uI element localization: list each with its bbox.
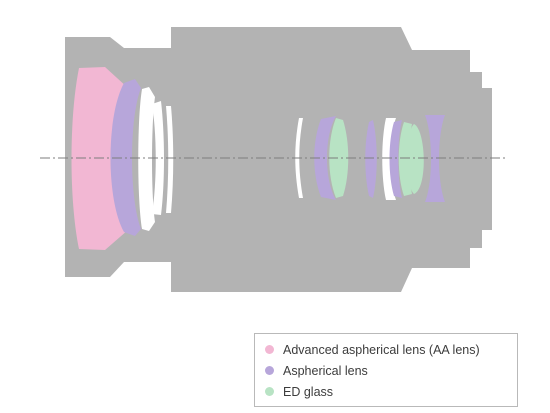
legend-item-aspherical: Aspherical lens xyxy=(265,360,517,381)
rear-element-white xyxy=(382,118,396,200)
purple-dot-icon xyxy=(265,366,274,375)
legend-item-ed-glass: ED glass xyxy=(265,381,517,402)
aspherical-lens-rear-4 xyxy=(425,115,445,202)
aspherical-lens-rear-1 xyxy=(314,116,336,200)
ed-glass-rear-3 xyxy=(406,124,424,194)
pink-dot-icon xyxy=(265,345,274,354)
aspherical-lens-rear-3 xyxy=(389,120,402,198)
legend-label-aa-lens: Advanced aspherical lens (AA lens) xyxy=(283,342,480,357)
front-group-element-3 xyxy=(138,87,155,231)
legend-box: Advanced aspherical lens (AA lens) Asphe… xyxy=(254,333,518,407)
legend-item-aa-lens: Advanced aspherical lens (AA lens) xyxy=(265,339,517,360)
green-dot-icon xyxy=(265,387,274,396)
front-group-element-5 xyxy=(166,106,174,213)
legend-label-aspherical: Aspherical lens xyxy=(283,363,368,378)
aspherical-lens-rear-2 xyxy=(365,120,377,198)
lens-barrel-body xyxy=(65,27,492,292)
ed-glass-rear-1 xyxy=(329,118,349,198)
legend-label-ed-glass: ED glass xyxy=(283,384,334,399)
